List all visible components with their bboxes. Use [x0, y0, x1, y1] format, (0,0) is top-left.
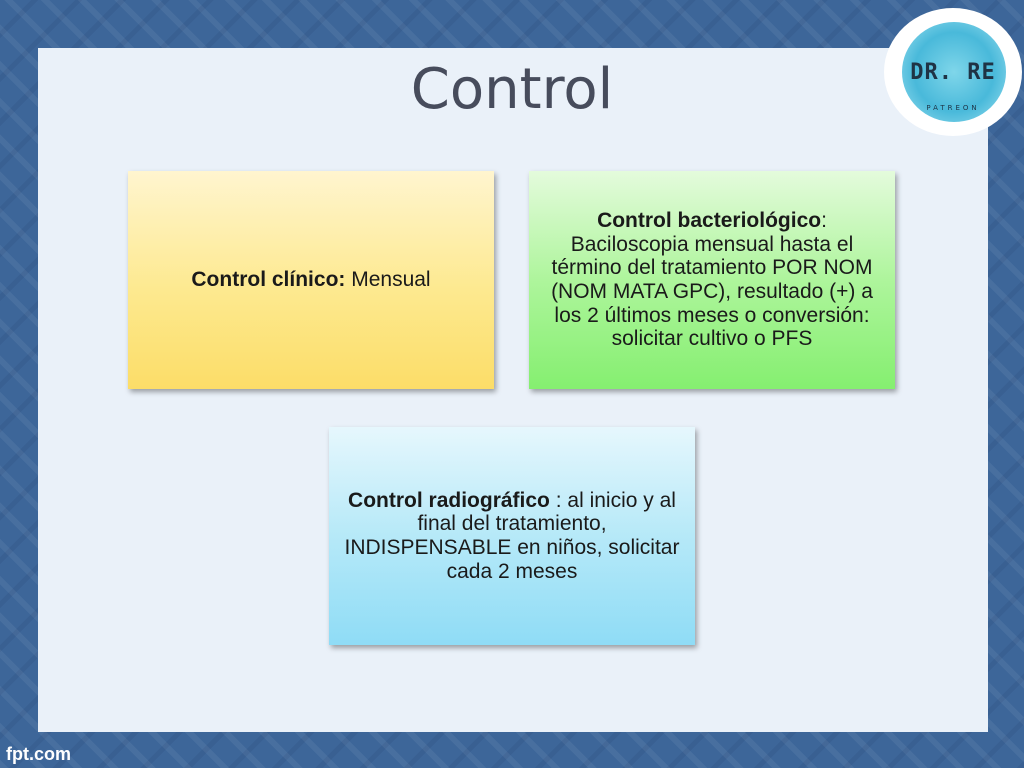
- logo-sub-text: PATREON: [926, 104, 980, 112]
- fpt-watermark: fpt.com: [6, 744, 71, 764]
- bacteriological-control-body: : Baciloscopia mensual hasta el término …: [551, 209, 873, 351]
- logo-watercolor-badge: [902, 22, 1006, 122]
- bacteriological-control-box: Control bacteriológico: Baciloscopia men…: [529, 171, 895, 389]
- clinical-control-heading: Control clínico:: [191, 268, 346, 292]
- radiographic-control-body: : al inicio y al final del tratamiento, …: [344, 488, 680, 583]
- bacteriological-control-text: Control bacteriológico: Baciloscopia men…: [541, 209, 883, 350]
- bacteriological-control-heading: Control bacteriológico: [597, 209, 822, 233]
- radiographic-control-text: Control radiográfico : al inicio y al fi…: [341, 489, 683, 583]
- radiographic-control-heading: Control radiográfico: [348, 488, 550, 512]
- radiographic-control-box: Control radiográfico : al inicio y al fi…: [329, 427, 695, 645]
- clinical-control-text: Control clínico: Mensual: [191, 268, 430, 292]
- clinical-control-body: Mensual: [345, 268, 431, 292]
- clinical-control-box: Control clínico: Mensual: [128, 171, 494, 389]
- slide-title: Control: [410, 57, 614, 122]
- dr-re-patreon-logo: DR. RE PATREON: [884, 8, 1022, 136]
- logo-main-text: DR. RE: [910, 60, 996, 85]
